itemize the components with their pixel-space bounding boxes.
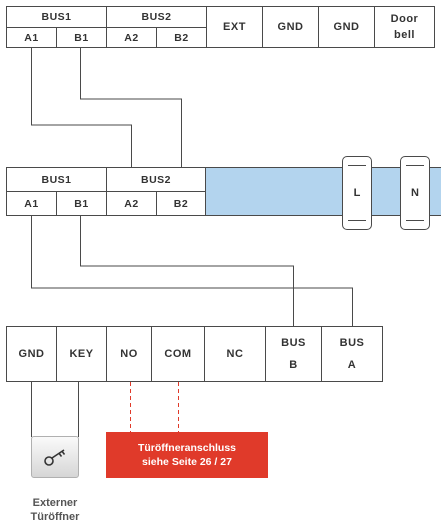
top-terminal-a2: A2: [106, 27, 157, 48]
wire-top-a1-to-middle-a2: [31, 48, 132, 167]
top-terminal-a1: A1: [6, 27, 57, 48]
external-opener-line2: Türöffner: [30, 511, 80, 523]
door-opener-note-line2: siehe Seite 26 / 27: [142, 456, 232, 468]
rail-clamp-n: N: [400, 156, 430, 230]
middle-terminal-b1: B1: [56, 191, 107, 216]
bottom-terminal-gnd: GND: [6, 326, 57, 382]
bus-b-label-line1: BUS: [281, 337, 306, 349]
middle-bus2-header: BUS2: [106, 167, 206, 192]
door-opener-note: Türöffneranschluss siehe Seite 26 / 27: [106, 432, 268, 478]
key-icon: [44, 449, 66, 466]
external-opener-label: Externer Türöffner: [8, 496, 102, 524]
wire-top-b1-to-middle-b2: [80, 48, 182, 167]
bus-b-label-line2: B: [289, 359, 298, 371]
bottom-terminal-key: KEY: [56, 326, 107, 382]
top-terminal-gnd-2: GND: [318, 6, 375, 48]
top-terminal-b2: B2: [156, 27, 207, 48]
bus-a-label-line1: BUS: [339, 337, 365, 349]
wire-middle-b1-to-bus-b: [80, 216, 294, 326]
top-terminal-doorbell: Door bell: [374, 6, 435, 48]
bottom-terminal-bus-a: BUS A: [321, 326, 383, 382]
middle-terminal-a2: A2: [106, 191, 157, 216]
top-terminal-gnd-1: GND: [262, 6, 319, 48]
bottom-terminal-com: COM: [151, 326, 205, 382]
top-terminal-ext: EXT: [206, 6, 263, 48]
rail-clamp-l: L: [342, 156, 372, 230]
key-switch: [31, 436, 79, 478]
external-opener-line1: Externer: [32, 497, 78, 509]
middle-terminal-b2: B2: [156, 191, 206, 216]
doorbell-label-line2: bell: [394, 29, 415, 41]
doorbell-label-line1: Door: [390, 13, 419, 25]
top-bus2-header: BUS2: [106, 6, 207, 28]
door-opener-note-line1: Türöffneranschluss: [137, 442, 237, 454]
wire-middle-a1-to-bus-a: [31, 216, 353, 326]
bus-a-label-line2: A: [347, 359, 357, 371]
bottom-terminal-bus-b: BUS B: [265, 326, 322, 382]
middle-terminal-a1: A1: [6, 191, 57, 216]
